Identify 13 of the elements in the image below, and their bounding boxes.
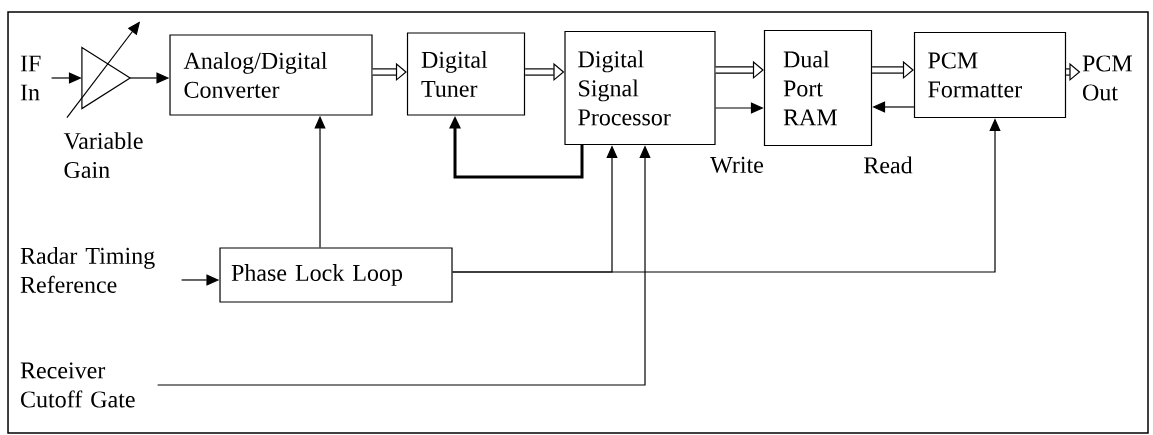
process-box: Digital Tuner [406, 32, 526, 116]
process-box: Dual Port RAM [763, 29, 873, 147]
process-box: PCM Formatter [913, 31, 1067, 119]
signal-label: Write [710, 156, 763, 174]
signal-label: Receiver Cutoff Gate [20, 362, 135, 408]
caption-text: Variable Gain [63, 132, 143, 179]
signal-label: Read [864, 156, 913, 174]
signal-label: PCM Out [1082, 55, 1132, 101]
process-box: Analog/Digital Converter [169, 34, 373, 116]
signal-label: Radar Timing Reference [20, 247, 155, 293]
process-box: Phase Lock Loop [219, 247, 453, 303]
process-box: Digital Signal Processor [564, 30, 716, 146]
signal-label: IF In [20, 55, 41, 101]
